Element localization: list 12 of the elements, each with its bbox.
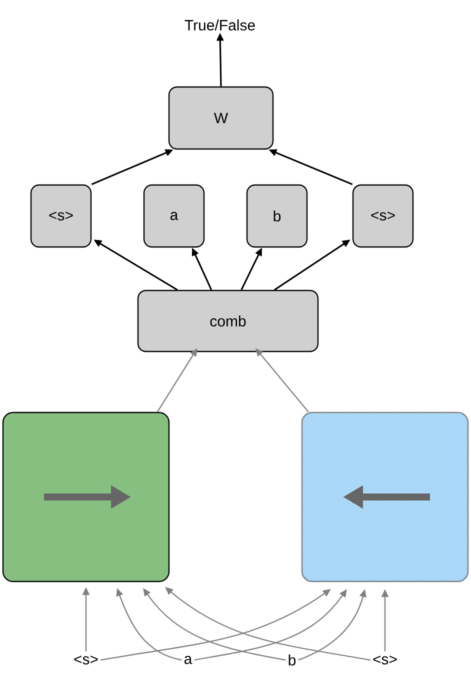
node-label: <s> <box>74 656 98 664</box>
node-label: True/False <box>184 20 255 31</box>
process-box: <s> <box>352 184 414 248</box>
process-box: W <box>168 86 274 150</box>
process-box: <s> <box>30 184 92 248</box>
encoder-box-drawing <box>2 412 170 582</box>
node-label: a <box>184 656 192 664</box>
process-box: a <box>143 184 205 248</box>
node-label: <s> <box>373 656 397 664</box>
process-box: comb <box>137 290 319 352</box>
node-label: b <box>288 654 296 666</box>
process-box: b <box>246 184 308 248</box>
